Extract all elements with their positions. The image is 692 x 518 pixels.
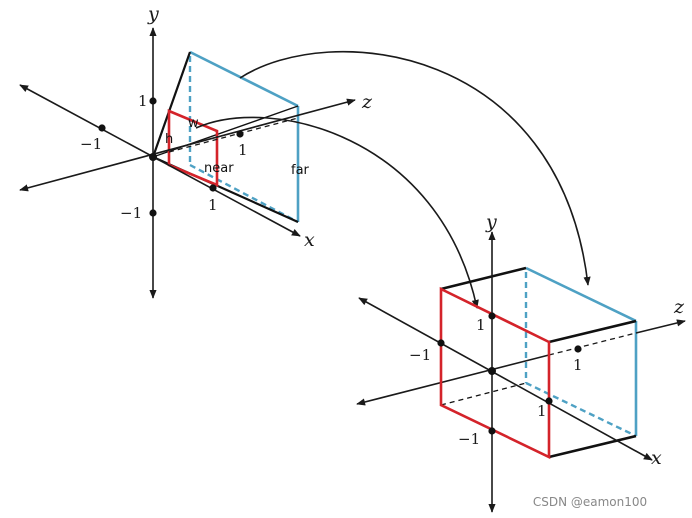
cube-y-neg-tick-label: −1 xyxy=(458,430,480,448)
cube-y-axis-label: y xyxy=(485,211,497,233)
far-plane-label: far xyxy=(291,163,310,178)
frustum-y-neg-tick-label: −1 xyxy=(120,204,142,222)
cube-origin-point xyxy=(488,367,496,375)
cube-y-pos-tick-label: 1 xyxy=(476,316,486,334)
cube-z-tick-label: 1 xyxy=(573,356,583,374)
mapping-arrow-near-to-cube-front xyxy=(195,116,479,309)
cube-z-axis-back xyxy=(635,319,686,334)
frustum-figure: y z x 1 −1 −1 1 1 w h near far xyxy=(19,3,373,299)
cube-x-tick-label: 1 xyxy=(537,402,547,420)
cube-edge-bottom-right xyxy=(548,434,637,459)
cube-left-tick-label: −1 xyxy=(409,346,431,364)
cube-z-axis-label: z xyxy=(673,296,685,318)
cube-z-pos-point xyxy=(574,345,582,353)
cube-edge-bottom-left-hidden xyxy=(440,382,527,406)
frustum-x-tick-label: 1 xyxy=(208,196,218,214)
frustum-z-axis-hidden xyxy=(168,117,299,153)
near-plane-height-label: h xyxy=(165,132,173,147)
frustum-x-pos-point xyxy=(209,184,217,192)
cube-left-point xyxy=(437,339,445,347)
cube-edge-top-right xyxy=(548,319,637,344)
cube-z-axis-hidden xyxy=(548,332,637,356)
cube-edge-top-left xyxy=(440,266,527,291)
frustum-origin-point xyxy=(149,153,157,161)
cube-y-pos-point xyxy=(488,312,496,320)
cube-y-neg-point xyxy=(488,427,496,435)
cube-front-face xyxy=(439,286,551,460)
canonical-cube-figure: y z x 1 −1 −1 1 1 xyxy=(356,211,686,513)
cube-back-top-edge xyxy=(525,266,637,323)
near-plane-width-label: w xyxy=(188,116,199,131)
cube-x-axis xyxy=(358,297,653,461)
frustum-left-point xyxy=(98,124,106,132)
frustum-z-pos-point xyxy=(236,130,244,138)
frustum-z-axis-label: z xyxy=(361,91,373,113)
frustum-left-tick-label: −1 xyxy=(80,135,102,153)
frustum-y-pos-tick-label: 1 xyxy=(138,92,148,110)
mapping-arrow-far-to-cube-back xyxy=(239,50,591,286)
frustum-y-axis-label: y xyxy=(147,3,159,25)
cube-x-axis-label: x xyxy=(651,447,662,469)
frustum-x-axis xyxy=(19,84,301,237)
frustum-y-pos-point xyxy=(149,97,157,105)
frustum-x-axis-label: x xyxy=(304,229,315,251)
frustum-y-neg-point xyxy=(149,209,157,217)
watermark-text: CSDN @eamon100 xyxy=(533,495,647,509)
frustum-z-tick-label: 1 xyxy=(238,141,248,159)
cube-x-pos-point xyxy=(545,397,553,405)
near-plane-label: near xyxy=(204,161,234,176)
mapping-arrows xyxy=(195,50,591,309)
cube-z-axis-front xyxy=(356,354,550,406)
